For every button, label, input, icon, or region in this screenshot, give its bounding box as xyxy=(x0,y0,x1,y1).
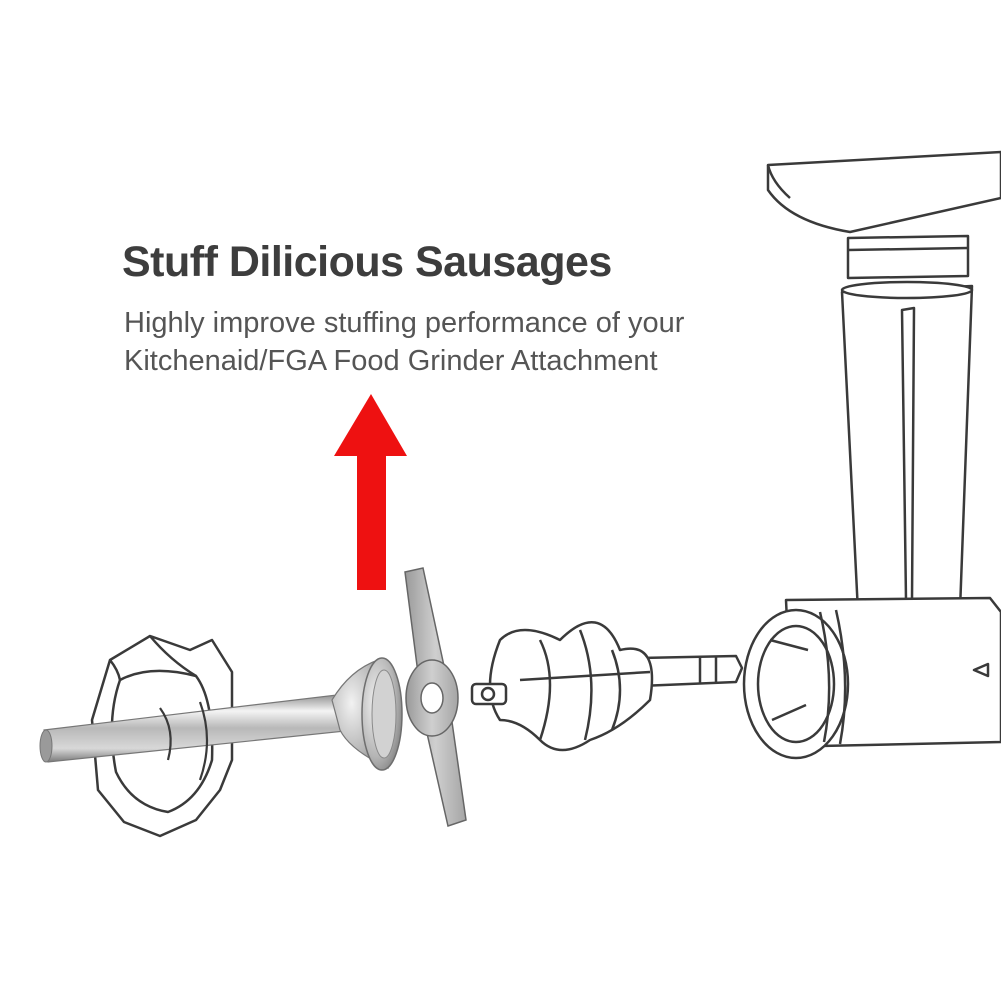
auger-screw-sketch xyxy=(470,621,744,752)
subtext: Highly improve stuffing performance of y… xyxy=(124,304,684,380)
locking-ring-front xyxy=(159,701,209,781)
subtext-line-2: Kitchenaid/FGA Food Grinder Attachment xyxy=(124,345,658,377)
cross-blade xyxy=(404,567,467,827)
subtext-line-1: Highly improve stuffing performance of y… xyxy=(124,307,685,339)
sausage-stuffing-tube xyxy=(39,657,403,771)
grinder-body-sketch xyxy=(742,150,1001,760)
up-arrow-icon xyxy=(334,394,407,590)
headline: Stuff Dilicious Sausages xyxy=(122,238,612,286)
